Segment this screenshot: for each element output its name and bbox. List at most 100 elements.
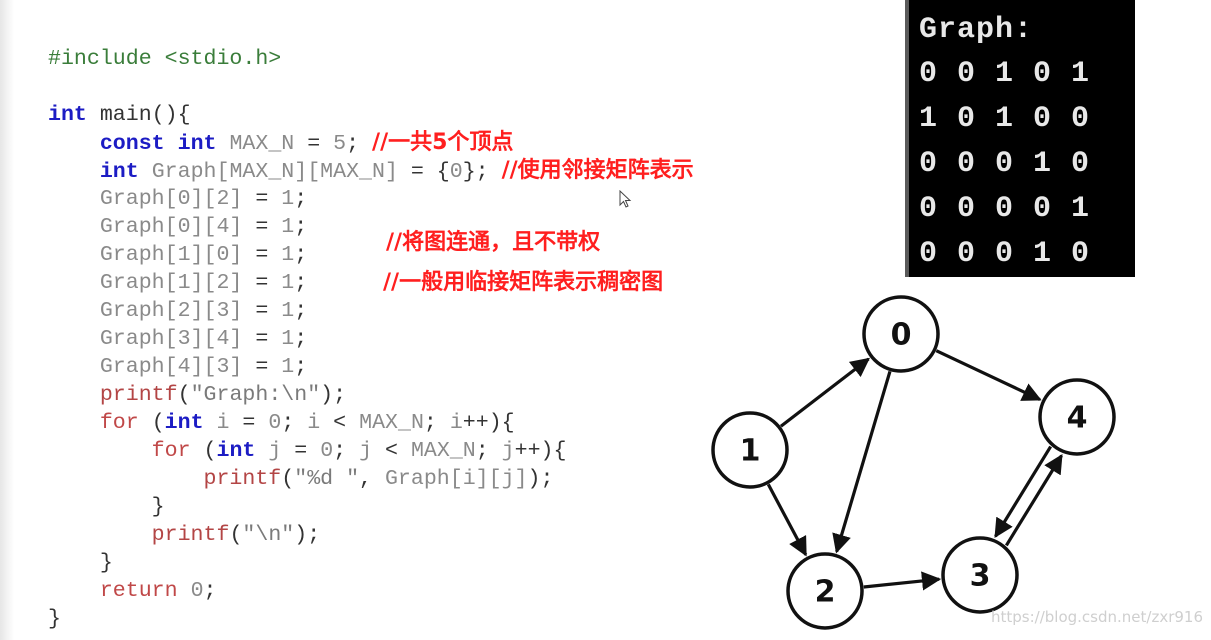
code-token: Graph[3][4] [48, 327, 243, 351]
code-token: Graph[i][j] [384, 467, 528, 491]
code-token: ( [281, 467, 295, 491]
graph-node-4: 4 [1038, 378, 1116, 456]
code-line: Graph[0][4] = 1; [48, 213, 694, 241]
edge-1-to-0 [779, 357, 871, 428]
code-token: ; [294, 187, 308, 211]
code-token: ; [294, 243, 308, 267]
code-line: return 0; [48, 577, 694, 605]
code-token: ; [423, 411, 450, 435]
console-row-4: 0 0 0 1 0 [919, 237, 1091, 271]
code-token: #include <stdio.h> [48, 47, 282, 71]
code-line: Graph[1][0] = 1; [48, 241, 694, 269]
code-line: } [48, 493, 694, 521]
edge-1-to-2 [766, 483, 808, 557]
console-title: Graph: [919, 13, 1034, 47]
node-circle [786, 552, 864, 630]
code-line: } [48, 549, 694, 577]
code-token: 1 [281, 327, 295, 351]
code-token: i [307, 411, 321, 435]
code-token: //一共5个顶点 [372, 130, 514, 155]
code-line: const int MAX_N = 5; //一共5个顶点 [48, 129, 694, 157]
code-token: 5 [333, 132, 347, 156]
graph-node-2: 2 [786, 552, 864, 630]
code-token: const [99, 132, 165, 156]
code-token: 0 [449, 160, 463, 184]
code-token: ; [333, 439, 360, 463]
code-token: < [372, 439, 411, 463]
code-token: }; [462, 160, 502, 184]
edge-3-to-4 [1005, 453, 1063, 547]
code-token: main(){ [86, 103, 191, 127]
code-token: j [501, 439, 515, 463]
edge-0-to-2 [832, 370, 892, 554]
console-output: Graph: 0 0 1 0 1 1 0 1 0 0 0 0 0 1 0 0 0… [905, 0, 1135, 277]
code-token: i [449, 411, 463, 435]
code-line: Graph[4][3] = 1; [48, 353, 694, 381]
code-line: Graph[1][2] = 1; [48, 269, 694, 297]
code-token: , [359, 467, 385, 491]
code-token: ); [294, 523, 321, 547]
console-row-1: 1 0 1 0 0 [919, 102, 1091, 136]
code-line: } [48, 605, 694, 633]
code-token: 0 [320, 439, 334, 463]
code-token: ; [294, 215, 308, 239]
code-token: //使用邻接矩阵表示 [501, 158, 694, 183]
code-token: int [216, 439, 256, 463]
annotation-connected-unweighted: //将图连通，且不带权 [386, 230, 601, 255]
code-token: ; [294, 271, 308, 295]
code-listing: #include <stdio.h> int main(){ const int … [48, 45, 694, 633]
code-line: int main(){ [48, 101, 694, 129]
code-token: "%d " [294, 467, 360, 491]
code-token: "\n" [242, 523, 295, 547]
code-token: } [48, 495, 165, 519]
code-token: Graph[4][3] [48, 355, 243, 379]
console-row-2: 0 0 0 1 0 [919, 147, 1091, 181]
code-line: printf("\n"); [48, 521, 694, 549]
code-token: j [255, 439, 282, 463]
code-token: 1 [281, 243, 295, 267]
node-label: 1 [740, 434, 761, 469]
code-token: "Graph:\n" [190, 383, 321, 407]
code-token: int [48, 103, 87, 127]
code-token: Graph[1][2] [48, 271, 243, 295]
code-token: ; [346, 132, 373, 156]
code-token: = [242, 299, 282, 323]
watermark-url: https://blog.csdn.net/zxr916 [991, 608, 1203, 626]
node-circle [1038, 378, 1116, 456]
code-token: 1 [281, 355, 295, 379]
code-token: = [242, 215, 282, 239]
code-token: ( [229, 523, 243, 547]
code-token: MAX_N [216, 132, 295, 156]
code-line: Graph[0][2] = 1; [48, 185, 694, 213]
graph-node-0: 0 [862, 295, 940, 373]
code-line: Graph[3][4] = 1; [48, 325, 694, 353]
code-token: int [164, 411, 204, 435]
code-token: Graph[0][2] [48, 187, 243, 211]
code-line: printf("Graph:\n"); [48, 381, 694, 409]
code-token: = [294, 132, 334, 156]
left-edge-shadow [0, 0, 14, 640]
code-token: for [151, 439, 191, 463]
annotation-dense-graph: //一般用临接矩阵表示稠密图 [383, 270, 664, 295]
code-line: #include <stdio.h> [48, 45, 694, 73]
code-token: ( [177, 383, 191, 407]
code-token: ; [281, 411, 308, 435]
code-token: ++){ [462, 411, 515, 435]
code-token: 0 [190, 579, 204, 603]
code-token: = [242, 187, 282, 211]
node-label: 2 [815, 575, 836, 610]
edge-0-to-4 [935, 349, 1042, 401]
graph-node-1: 1 [711, 411, 789, 489]
code-token: 1 [281, 215, 295, 239]
code-token: return [99, 579, 178, 603]
code-token: = [229, 411, 269, 435]
code-token: printf [151, 523, 230, 547]
node-label: 4 [1067, 401, 1088, 436]
code-token: MAX_N [359, 411, 424, 435]
code-token: 1 [281, 299, 295, 323]
mouse-cursor-icon [619, 190, 632, 208]
code-line: int Graph[MAX_N][MAX_N] = {0}; //使用邻接矩阵表… [48, 157, 694, 185]
code-token: Graph[1][0] [48, 243, 243, 267]
code-token: 1 [281, 271, 295, 295]
